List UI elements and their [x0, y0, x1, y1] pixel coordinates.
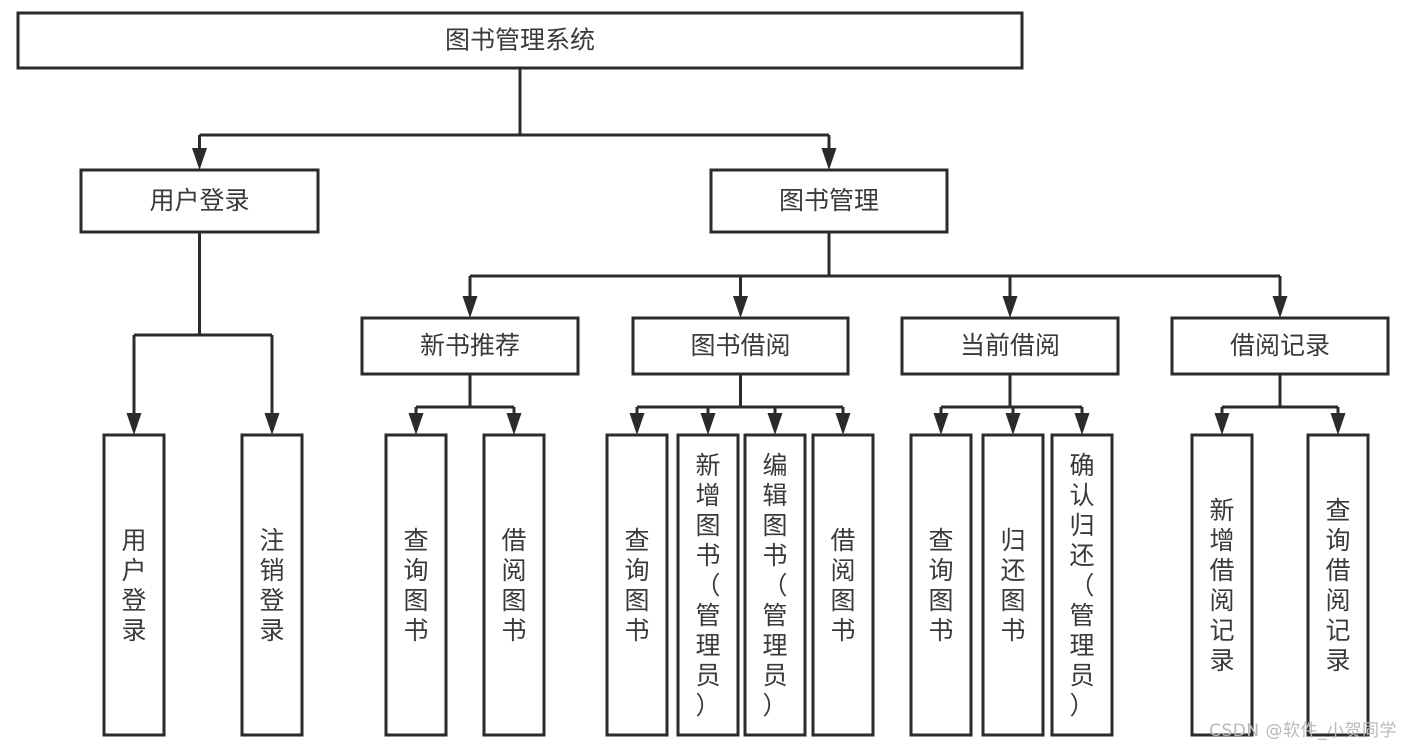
node-book-borrow[interactable]: 图书借阅 [631, 316, 850, 376]
node-label: 确认归还（管理员） [1069, 451, 1094, 720]
node-label: 借阅图书 [501, 526, 526, 645]
node-box [709, 168, 949, 234]
node-leaf-query-book-3[interactable]: 查询图书 [909, 433, 973, 737]
node-box [900, 316, 1120, 376]
node-box [240, 433, 304, 737]
node-leaf-query-book-2[interactable]: 查询图书 [605, 433, 669, 737]
node-box [605, 433, 669, 737]
node-leaf-return-book[interactable]: 归还图书 [981, 433, 1045, 737]
connector-layer [126, 68, 1346, 435]
node-label: 注销登录 [259, 526, 284, 645]
node-label: 借阅图书 [830, 526, 855, 645]
node-label: 新增图书（管理员） [695, 451, 720, 720]
arrow-head-icon [462, 296, 478, 318]
node-new-book-rec[interactable]: 新书推荐 [360, 316, 580, 376]
node-leaf-borrow-book-1[interactable]: 借阅图书 [482, 433, 546, 737]
arrow-head-icon [933, 413, 949, 435]
node-leaf-borrow-book-2[interactable]: 借阅图书 [811, 433, 875, 737]
node-root[interactable]: 图书管理系统 [16, 11, 1024, 70]
node-leaf-confirm-return[interactable]: 确认归还（管理员） [1050, 433, 1114, 737]
node-label: 查询借阅记录 [1325, 496, 1350, 675]
node-label: 借阅记录 [1230, 331, 1330, 360]
node-label: 新书推荐 [420, 331, 520, 360]
arrow-head-icon [1002, 296, 1018, 318]
node-label: 编辑图书（管理员） [762, 451, 787, 720]
node-current-borrow[interactable]: 当前借阅 [900, 316, 1120, 376]
arrow-head-icon [126, 413, 142, 435]
arrow-head-icon [506, 413, 522, 435]
arrow-head-icon [264, 413, 280, 435]
node-label: 查询图书 [403, 526, 428, 645]
node-box [360, 316, 580, 376]
node-box [16, 11, 1024, 70]
arrow-head-icon [1330, 413, 1346, 435]
node-box [1306, 433, 1370, 737]
node-label: 图书管理 [779, 186, 879, 215]
node-box [1170, 316, 1390, 376]
node-leaf-user-login[interactable]: 用户登录 [102, 433, 166, 737]
arrow-head-icon [192, 148, 207, 170]
node-box [676, 433, 740, 737]
node-label: 用户登录 [149, 186, 249, 215]
node-label: 查询图书 [928, 526, 953, 645]
node-label: 用户登录 [121, 526, 146, 645]
node-box [981, 433, 1045, 737]
node-box [79, 168, 320, 234]
arrow-head-icon [821, 148, 837, 170]
node-leaf-query-record[interactable]: 查询借阅记录 [1306, 433, 1370, 737]
node-leaf-query-book-1[interactable]: 查询图书 [384, 433, 448, 737]
arrow-head-icon [733, 296, 748, 318]
arrow-head-icon [1074, 413, 1090, 435]
node-box [1050, 433, 1114, 737]
node-book-manage[interactable]: 图书管理 [709, 168, 949, 234]
arrow-head-icon [629, 413, 645, 435]
arrow-head-icon [835, 413, 851, 435]
node-box [909, 433, 973, 737]
node-leaf-edit-book[interactable]: 编辑图书（管理员） [743, 433, 807, 737]
node-label: 当前借阅 [960, 331, 1060, 360]
node-label: 查询图书 [624, 526, 649, 645]
node-box [482, 433, 546, 737]
node-box [384, 433, 448, 737]
node-box [102, 433, 166, 737]
node-box [1190, 433, 1254, 737]
node-box [811, 433, 875, 737]
arrow-head-icon [1005, 413, 1021, 435]
arrow-head-icon [700, 413, 716, 435]
watermark-label: CSDN @软件_小贺同学 [1209, 721, 1397, 741]
node-label: 图书借阅 [690, 331, 790, 360]
arrow-head-icon [1214, 413, 1230, 435]
node-label: 图书管理系统 [445, 26, 595, 55]
node-box [743, 433, 807, 737]
node-layer: 图书管理系统用户登录图书管理新书推荐图书借阅当前借阅借阅记录用户登录注销登录查询… [16, 11, 1390, 737]
arrow-head-icon [408, 413, 424, 435]
node-leaf-user-logout[interactable]: 注销登录 [240, 433, 304, 737]
node-label: 新增借阅记录 [1209, 496, 1234, 675]
node-leaf-add-record[interactable]: 新增借阅记录 [1190, 433, 1254, 737]
arrow-head-icon [767, 413, 783, 435]
node-borrow-record[interactable]: 借阅记录 [1170, 316, 1390, 376]
node-box [631, 316, 850, 376]
node-user-login[interactable]: 用户登录 [79, 168, 320, 234]
node-label: 归还图书 [1000, 526, 1025, 645]
arrow-head-icon [1272, 296, 1288, 318]
node-leaf-add-book[interactable]: 新增图书（管理员） [676, 433, 740, 737]
